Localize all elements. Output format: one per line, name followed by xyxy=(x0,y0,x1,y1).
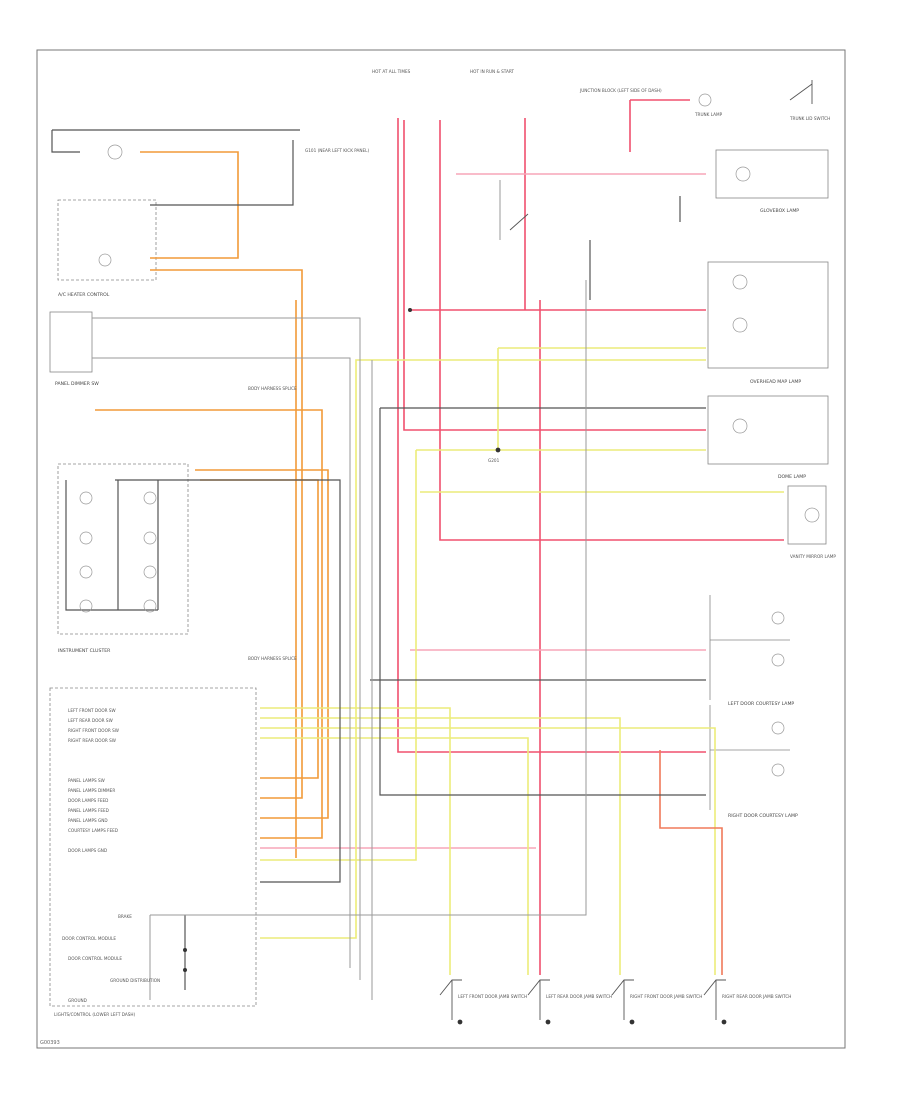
right-door-bulb-2-icon xyxy=(771,763,785,777)
pin-label-1: LEFT REAR DOOR SW xyxy=(68,718,113,723)
ac-heater-bulb-icon xyxy=(107,144,123,160)
pin-label-12: DOOR CONTROL MODULE xyxy=(68,956,122,961)
courtesy-switch-icon xyxy=(509,213,529,231)
door-switch-label-0: LEFT FRONT DOOR JAMB SWITCH xyxy=(458,994,527,999)
instrument-cluster-label: INSTRUMENT CLUSTER xyxy=(58,648,111,654)
body-harness-label-2: BODY HARNESS SPLICE xyxy=(248,656,297,661)
ground-distribution-label: GROUND DISTRIBUTION xyxy=(110,978,160,983)
fuse-hot-right-label: HOT IN RUN & START xyxy=(470,69,514,74)
rf-door-switch-icon xyxy=(611,979,634,1020)
pin-label-8: PANEL LAMPS GND xyxy=(68,818,108,823)
pin-label-13: GROUND xyxy=(68,998,87,1003)
labels: HOT AT ALL TIMES HOT IN RUN & START JUNC… xyxy=(40,69,836,1046)
pin-label-3: RIGHT REAR DOOR SW xyxy=(68,738,116,743)
trunk-lamp-label: TRUNK LAMP xyxy=(694,112,723,117)
pin-label-2: RIGHT FRONT DOOR SW xyxy=(68,728,119,733)
cluster-bulb-4-icon xyxy=(143,531,157,545)
splice-dot-1-icon xyxy=(182,948,187,953)
lr-switch-ground-icon xyxy=(545,1019,551,1025)
left-door-lamp-frame xyxy=(709,595,790,700)
pin-label-0: LEFT FRONT DOOR SW xyxy=(68,708,116,713)
pin-label-4: PANEL LAMPS SW xyxy=(68,778,105,783)
lr-door-switch-icon xyxy=(527,979,550,1020)
panel-dimmer-switch-box xyxy=(49,311,93,373)
wires-red xyxy=(397,99,784,975)
diagram-code: G00393 xyxy=(40,1040,60,1046)
ac-control-bulb-icon xyxy=(98,253,112,267)
ground-symbols xyxy=(182,307,727,1025)
lf-door-switch-icon xyxy=(439,979,462,1020)
dome-lamp-box xyxy=(707,395,829,465)
vanity-bulb-icon xyxy=(804,507,820,523)
cluster-bulb-6-icon xyxy=(143,565,157,579)
vanity-mirror-box xyxy=(787,485,827,545)
cluster-bulb-5-icon xyxy=(79,565,93,579)
g201-label: G201 xyxy=(488,458,500,463)
bulb-symbols xyxy=(79,93,820,777)
overhead-map-lamp-label: OVERHEAD MAP LAMP xyxy=(750,379,801,385)
instrument-cluster-box xyxy=(57,463,189,635)
panel-dimmer-switch-label: PANEL DIMMER SW xyxy=(55,381,99,387)
overhead-map-lamp-box xyxy=(707,261,829,369)
dome-bulb-icon xyxy=(732,418,748,434)
wires-salmon xyxy=(659,750,723,975)
splice-dot-2-icon xyxy=(182,968,187,973)
switch-symbols xyxy=(439,80,813,1020)
component-boxes xyxy=(49,149,829,1007)
glovebox-lamp-box xyxy=(715,149,829,199)
illumination-label: LIGHTS/CONTROL (LOWER LEFT DASH) xyxy=(54,1012,136,1017)
diagram-border xyxy=(36,49,846,1049)
splice-dot-3-icon xyxy=(407,307,412,312)
glovebox-bulb-icon xyxy=(735,166,751,182)
pin-label-6: DOOR LAMPS FEED xyxy=(68,798,108,803)
door-control-module-label: DOOR CONTROL MODULE xyxy=(62,936,116,941)
right-door-lamp-label: RIGHT DOOR COURTESY LAMP xyxy=(728,813,798,819)
left-door-lamp-label: LEFT DOOR COURTESY LAMP xyxy=(728,701,794,707)
junction-block-label: JUNCTION BLOCK (LEFT SIDE OF DASH) xyxy=(579,88,662,93)
cluster-bulb-1-icon xyxy=(79,491,93,505)
dome-lamp-label: DOME LAMP xyxy=(778,474,806,480)
ac-heater-control-label: A/C HEATER CONTROL xyxy=(58,292,110,298)
lf-switch-ground-icon xyxy=(457,1019,463,1025)
cluster-bulb-2-icon xyxy=(143,491,157,505)
ground-ref-label: G101 (NEAR LEFT KICK PANEL) xyxy=(305,148,370,153)
trunk-bulb-icon xyxy=(698,93,712,107)
map-bulb-2-icon xyxy=(732,317,748,333)
door-switch-label-2: RIGHT FRONT DOOR JAMB SWITCH xyxy=(630,994,702,999)
body-harness-label: BODY HARNESS SPLICE xyxy=(248,386,297,391)
door-control-module-box xyxy=(49,687,257,1007)
wires-gray xyxy=(92,180,587,1000)
wires-pink xyxy=(260,173,706,849)
cluster-bulb-7-icon xyxy=(79,599,93,613)
fuse-hot-left-label: HOT AT ALL TIMES xyxy=(372,69,411,74)
wires-orange xyxy=(95,151,329,858)
wires-yellow xyxy=(260,347,784,975)
cluster-bulb-8-icon xyxy=(143,599,157,613)
rr-door-switch-icon xyxy=(703,979,726,1020)
trunk-switch-icon xyxy=(789,80,813,104)
door-switch-label-1: LEFT REAR DOOR JAMB SWITCH xyxy=(546,994,612,999)
g201-ground-icon xyxy=(495,447,501,453)
door-switch-label-3: RIGHT REAR DOOR JAMB SWITCH xyxy=(722,994,791,999)
left-door-bulb-1-icon xyxy=(771,611,785,625)
map-bulb-1-icon xyxy=(732,274,748,290)
pin-label-11: BRAKE xyxy=(118,914,132,919)
ac-heater-control-box xyxy=(57,199,157,281)
right-door-bulb-1-icon xyxy=(771,721,785,735)
right-door-lamp-frame xyxy=(709,705,790,810)
pin-label-9: COURTESY LAMPS FEED xyxy=(68,828,118,833)
cluster-bulb-3-icon xyxy=(79,531,93,545)
rr-switch-ground-icon xyxy=(721,1019,727,1025)
trunk-lid-switch-label: TRUNK LID SWITCH xyxy=(789,116,830,121)
glovebox-lamp-label: GLOVEBOX LAMP xyxy=(760,208,799,214)
left-door-bulb-2-icon xyxy=(771,653,785,667)
pin-label-7: PANEL LAMPS FEED xyxy=(68,808,109,813)
pin-label-10: DOOR LAMPS GND xyxy=(68,848,107,853)
pin-label-5: PANEL LAMPS DIMMER xyxy=(68,788,115,793)
vanity-mirror-label: VANITY MIRROR LAMP xyxy=(790,554,836,559)
rf-switch-ground-icon xyxy=(629,1019,635,1025)
wires-ground xyxy=(51,129,706,990)
